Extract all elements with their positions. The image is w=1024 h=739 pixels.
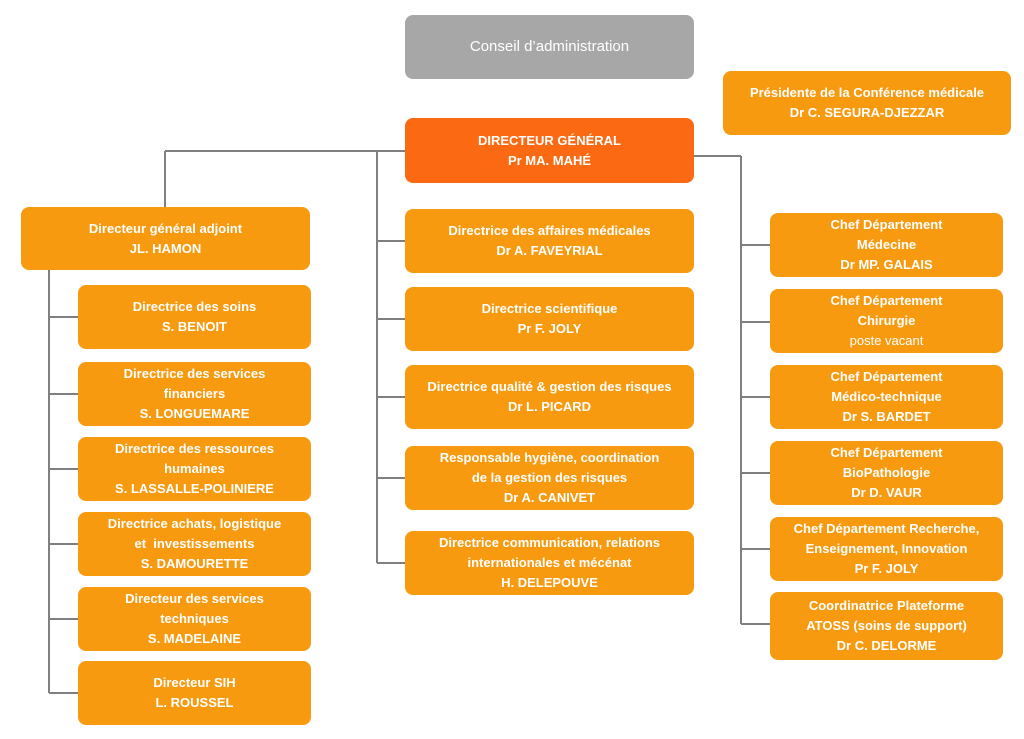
right-box-atoss-platform: Coordinatrice Plateforme ATOSS (soins de… — [770, 592, 1003, 660]
box-person-name: Dr L. PICARD — [507, 399, 592, 414]
director-general-name: Pr MA. MAHÉ — [507, 152, 592, 168]
left-box-care-director: Directrice des soins S. BENOIT — [78, 285, 311, 349]
left-box-hr-director: Directrice des ressources humaines S. LA… — [78, 437, 311, 501]
center-box-communication: Directrice communication, relations inte… — [405, 531, 694, 595]
right-box-research: Chef Département Recherche, Enseignement… — [770, 517, 1003, 581]
box-person-name: Dr D. VAUR — [851, 485, 922, 500]
box-role-line: Directrice qualité & gestion des risques — [427, 379, 672, 394]
box-role-line: Directrice des affaires médicales — [448, 223, 651, 238]
board-box: Conseil d’administration — [405, 15, 694, 79]
center-box-hygiene: Responsable hygiène, coordination de la … — [405, 446, 694, 510]
director-general-title: DIRECTEUR GÉNÉRAL — [477, 132, 621, 148]
director-general-box: DIRECTEUR GÉNÉRAL Pr MA. MAHÉ — [405, 118, 694, 183]
box-person-name: L. ROUSSEL — [155, 695, 234, 710]
box-role-line: techniques — [160, 611, 229, 626]
box-role-line: et investissements — [134, 536, 255, 551]
box-person-name: Dr A. CANIVET — [503, 490, 596, 505]
box-person-name: S. LONGUEMARE — [139, 406, 250, 421]
box-role-line: Directeur des services — [125, 591, 264, 606]
left-box-technical-director: Directeur des services techniques S. MAD… — [78, 587, 311, 651]
box-person-name: Pr F. JOLY — [517, 321, 582, 336]
box-role-line: humaines — [164, 461, 225, 476]
board-label: Conseil d’administration — [469, 38, 630, 55]
box-person-name: poste vacant — [849, 333, 924, 348]
deputy-director-name: JL. HAMON — [129, 240, 202, 256]
box-person-name: Dr MP. GALAIS — [840, 257, 933, 272]
box-role-line: Chef Département — [830, 445, 943, 460]
left-box-purchasing-director: Directrice achats, logistique et investi… — [78, 512, 311, 576]
left-box-sih-director: Directeur SIH L. ROUSSEL — [78, 661, 311, 725]
box-role-line: Chef Département — [830, 293, 943, 308]
medical-conference-name: Dr C. SEGURA-DJEZZAR — [789, 105, 945, 120]
deputy-director-title: Directeur général adjoint — [88, 220, 243, 236]
box-role-line: Directrice communication, relations — [438, 535, 661, 550]
box-role-line: de la gestion des risques — [471, 470, 628, 485]
box-person-name: Pr F. JOLY — [854, 561, 919, 576]
right-box-medicine: Chef Département Médecine Dr MP. GALAIS — [770, 213, 1003, 277]
box-person-name: H. DELEPOUVE — [501, 575, 598, 590]
box-role-line: Chef Département — [830, 217, 943, 232]
box-person-name: Dr A. FAVEYRIAL — [496, 243, 603, 258]
box-person-name: S. BENOIT — [161, 319, 227, 334]
box-role-line: Chirurgie — [857, 313, 916, 328]
box-role-line: ATOSS (soins de support) — [806, 618, 967, 633]
box-role-line: Directrice des soins — [132, 299, 257, 314]
box-role-line: financiers — [163, 386, 226, 401]
box-role-line: Directrice des services — [123, 366, 266, 381]
box-role-line: internationales et mécénat — [467, 555, 632, 570]
right-box-biopathology: Chef Département BioPathologie Dr D. VAU… — [770, 441, 1003, 505]
medical-conference-title: Présidente de la Conférence médicale — [749, 85, 985, 100]
center-box-medical-affairs: Directrice des affaires médicales Dr A. … — [405, 209, 694, 273]
box-role-line: Directrice scientifique — [481, 301, 618, 316]
box-role-line: Coordinatrice Plateforme — [808, 598, 965, 613]
right-box-surgery: Chef Département Chirurgie poste vacant — [770, 289, 1003, 353]
box-role-line: Chef Département — [830, 369, 943, 384]
box-role-line: Directrice des ressources — [115, 441, 274, 456]
medical-conference-president-box: Présidente de la Conférence médicale Dr … — [723, 71, 1011, 135]
left-box-finance-director: Directrice des services financiers S. LO… — [78, 362, 311, 426]
box-person-name: Dr C. DELORME — [836, 638, 937, 653]
box-role-line: Directeur SIH — [153, 675, 236, 690]
box-role-line: Responsable hygiène, coordination — [439, 450, 660, 465]
box-role-line: Enseignement, Innovation — [805, 541, 968, 556]
box-person-name: S. LASSALLE-POLINIERE — [115, 481, 274, 496]
box-role-line: Chef Département Recherche, — [793, 521, 980, 536]
box-role-line: Médico-technique — [831, 389, 942, 404]
center-box-quality-risk: Directrice qualité & gestion des risques… — [405, 365, 694, 429]
box-role-line: Médecine — [856, 237, 917, 252]
box-person-name: S. DAMOURETTE — [140, 556, 249, 571]
right-box-medico-technical: Chef Département Médico-technique Dr S. … — [770, 365, 1003, 429]
box-role-line: BioPathologie — [842, 465, 931, 480]
deputy-director-box: Directeur général adjoint JL. HAMON — [21, 207, 310, 270]
box-person-name: S. MADELAINE — [147, 631, 242, 646]
center-box-scientific-director: Directrice scientifique Pr F. JOLY — [405, 287, 694, 351]
box-role-line: Directrice achats, logistique — [107, 516, 282, 531]
box-person-name: Dr S. BARDET — [842, 409, 931, 424]
